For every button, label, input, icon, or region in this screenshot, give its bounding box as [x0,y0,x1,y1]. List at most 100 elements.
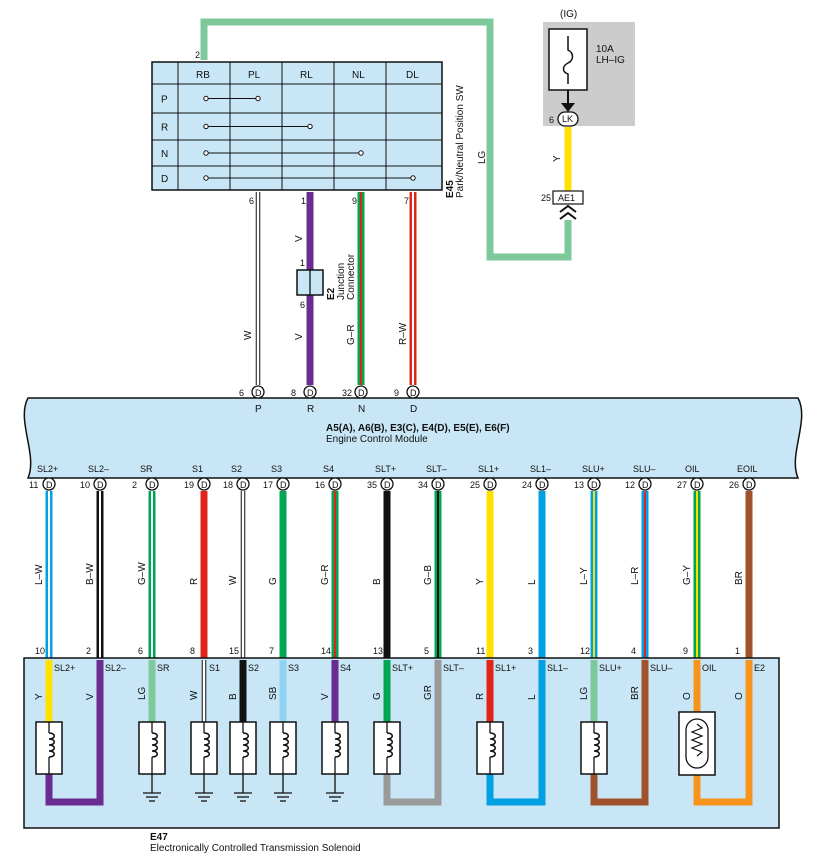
solenoid-loop-wire [590,660,649,806]
ecm-bottom-pin-number: 16 [315,480,325,490]
ecm-bottom-pin-name: SLT+ [375,464,396,474]
ecm-bottom-pin-circle [380,477,394,491]
switch-bottom-pin-number: 1 [301,196,306,206]
solenoid-pin-number: 6 [138,646,143,656]
lk-pin-number: 6 [549,115,554,125]
ecm-bottom-pin-number: 17 [263,480,273,490]
solenoid-inner-wire-label: GR [423,685,434,700]
switch-row-label: N [161,149,168,160]
solenoid-pin-name: SLU+ [599,663,622,673]
ecm-bottom-pin-circle [535,477,549,491]
switch-row-label: D [161,174,168,185]
ecm-bottom-pin-number: 34 [418,480,428,490]
solenoid-code: E47 [150,832,168,843]
ecm-bottom-pin-name: S2 [231,464,242,474]
switch-contact-dot [307,123,313,130]
ecm-bottom-pin-conn: D [642,480,649,490]
lk-connector [557,111,579,127]
solenoid-internals: 10SL2+2SL2–6SR8S115S27S314S413SLT+5SLT–1… [34,646,765,806]
switch-bottom-pin-number: 7 [404,196,409,206]
solenoid-coil-2-icon [151,732,158,758]
junction-pin-in: 1 [300,258,305,268]
ecm-top-pin-circle [251,385,265,399]
ecm-bottom-pin-conn: D [435,480,442,490]
solenoid-pin-number: 11 [476,646,485,656]
ecm-bottom-pin-circle [93,477,107,491]
solenoid-pin-name: E2 [754,663,765,673]
ecm-bottom-pin-name: SL1+ [478,464,499,474]
solenoid-pin-number: 13 [373,646,383,656]
switch-bottom-pin-number: 9 [352,196,357,206]
solenoid-pin-number: 1 [735,646,740,656]
solenoid-pin-name: S1 [209,663,220,673]
solenoid-slu-icon [593,732,600,758]
ecm-bottom-pin-name: S4 [323,464,334,474]
lower-wire-label: G–Y [682,565,693,585]
solenoid-pin-number: 14 [321,646,331,656]
ecm-bottom-pin-number: 25 [470,480,480,490]
ecm-top-pin-number: 6 [239,388,244,398]
solenoid-pin-number: 12 [580,646,590,656]
solenoid-pin-name: SR [157,663,170,673]
ae1-connector-label: AE1 [558,193,575,203]
ecm-name: Engine Control Module [326,434,428,445]
switch-row-label: R [161,123,168,134]
lower-wire-label: G [268,577,279,585]
lower-wire-label: B [372,578,383,585]
ecm-bottom-pin-conn: D [97,480,104,490]
switch-contact-dot [358,150,364,156]
ecm-bottom-pin-number: 27 [677,480,687,490]
ecm-top-pin-label: D [410,404,417,415]
ecm-top-pin-label: N [358,404,365,415]
ecm-bottom-pin-name: S1 [192,464,203,474]
solenoid-sl2-icon [48,732,55,758]
wire-rw-label: R–W [398,322,409,345]
ecm-bottom-pin-circle [328,477,342,491]
ecm-bottom-pin-conn: D [201,480,208,490]
solenoid-pin-number: 15 [229,646,239,656]
ae1-connector [552,190,584,205]
ecm-bottom-pin-number: 35 [367,480,377,490]
solenoid-inner-wire-label: SB [268,686,279,700]
solenoid-loop-wire [383,660,442,806]
solenoid-pin-name: S3 [288,663,299,673]
ecm-bottom-pin-circle [197,477,211,491]
ecm-bottom-pin-conn: D [280,480,287,490]
fuse-element-icon [562,36,574,84]
ecm-bottom-pin-conn: D [240,480,247,490]
solenoid-loop-wire [486,660,546,806]
ecm-bottom-pin-name: SR [140,464,153,474]
junction-pin-out: 6 [300,300,305,310]
ecm-bottom-pin-name: EOIL [737,464,758,474]
switch-pin-top: 2 [195,50,200,60]
lower-wire-label: R [189,578,200,585]
switch-contact-dot [203,175,209,181]
solenoid-inner-wire-label: G [372,692,383,700]
ecm-bottom-pin-circle [145,477,159,491]
solenoid-pin-number: 10 [35,646,45,656]
ecm-bottom-pin-circle [431,477,445,491]
solenoid-inner-wire-label: BR [630,686,641,700]
lower-wire-label: Y [475,578,486,585]
solenoid-inner-wire-label: V [320,693,331,700]
lower-wire-label: W [228,575,239,585]
ecm-bottom-pin-conn: D [694,480,701,490]
solenoid-pin-name: SL2– [105,663,126,673]
junction-name-1: Junction [336,263,347,300]
fuse-arrow-icon [561,103,575,112]
ecm-bottom-pin-number: 18 [223,480,233,490]
switch-contact-dot [255,95,261,102]
ecm-bottom-pin-conn: D [332,480,339,490]
switch-name: Park/Neutral Position SW [455,85,466,198]
ecm-bottom-pin-circle [638,477,652,491]
ecm-bottom-pin-name: SLU+ [582,464,605,474]
solenoid-pin-number: 3 [528,646,533,656]
solenoid-pin-number: 8 [190,646,195,656]
solenoid-inner-wire-label: Y [34,693,45,700]
switch-contact-dot [203,95,209,102]
ecm-bottom-pin-conn: D [591,480,598,490]
junction-name-2: Connector [346,253,357,300]
